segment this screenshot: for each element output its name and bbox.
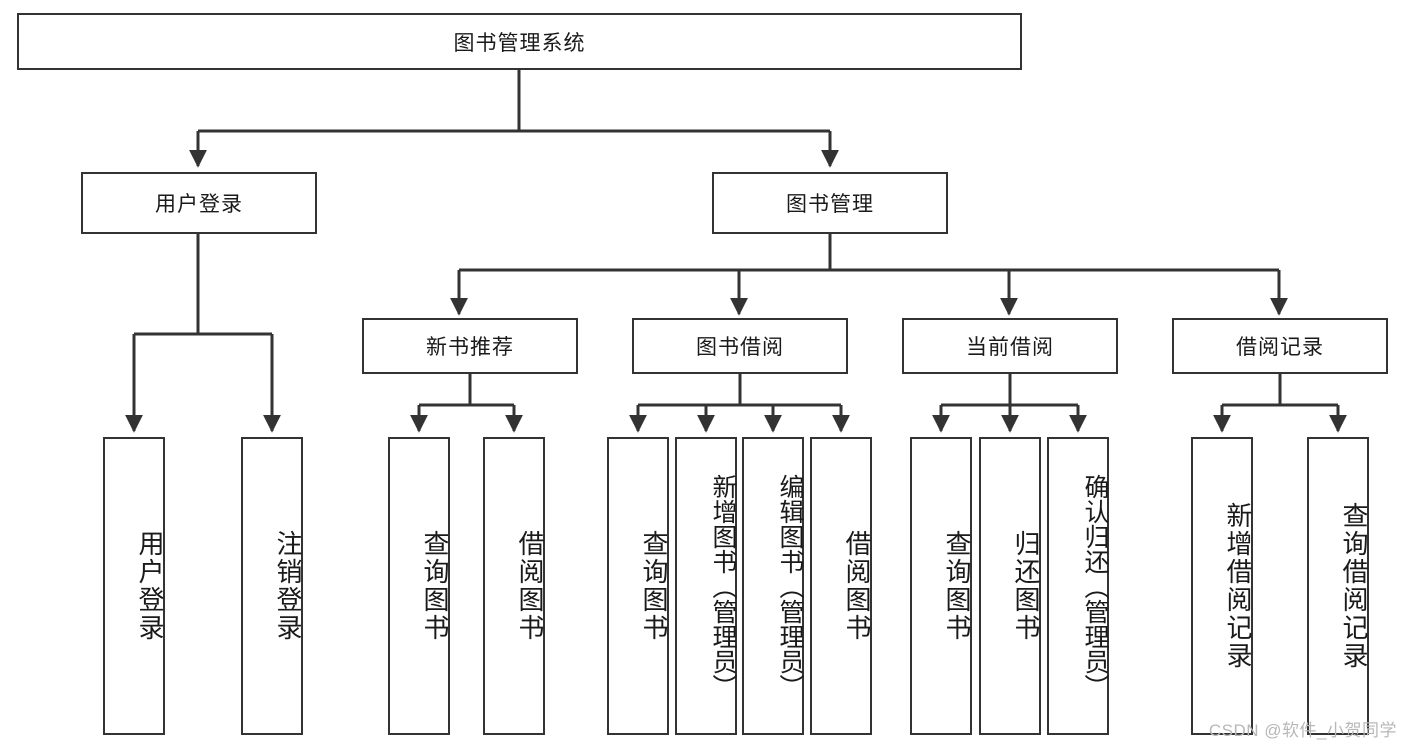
node-book-borrow[interactable]: 图书借阅 bbox=[632, 318, 848, 374]
leaf-confirm-return[interactable]: 确认归还（管理员） bbox=[1047, 437, 1109, 735]
node-user-login[interactable]: 用户登录 bbox=[81, 172, 317, 234]
node-borrow-record[interactable]: 借阅记录 bbox=[1172, 318, 1388, 374]
leaf-add-borrow-record[interactable]: 新增借阅记录 bbox=[1191, 437, 1253, 735]
node-root[interactable]: 图书管理系统 bbox=[17, 13, 1022, 70]
leaf-edit-book[interactable]: 编辑图书（管理员） bbox=[742, 437, 804, 735]
leaf-query-book-current[interactable]: 查询图书 bbox=[910, 437, 972, 735]
node-new-book-recommend[interactable]: 新书推荐 bbox=[362, 318, 578, 374]
leaf-query-borrow-record[interactable]: 查询借阅记录 bbox=[1307, 437, 1369, 735]
node-book-manage[interactable]: 图书管理 bbox=[712, 172, 948, 234]
leaf-user-login[interactable]: 用户登录 bbox=[103, 437, 165, 735]
leaf-query-book-recommend[interactable]: 查询图书 bbox=[388, 437, 450, 735]
leaf-add-book[interactable]: 新增图书（管理员） bbox=[675, 437, 737, 735]
leaf-query-book-borrow[interactable]: 查询图书 bbox=[607, 437, 669, 735]
leaf-borrow-book-recommend[interactable]: 借阅图书 bbox=[483, 437, 545, 735]
leaf-borrow-book-borrow[interactable]: 借阅图书 bbox=[810, 437, 872, 735]
leaf-user-logout[interactable]: 注销登录 bbox=[241, 437, 303, 735]
node-current-borrow[interactable]: 当前借阅 bbox=[902, 318, 1118, 374]
leaf-return-book[interactable]: 归还图书 bbox=[979, 437, 1041, 735]
